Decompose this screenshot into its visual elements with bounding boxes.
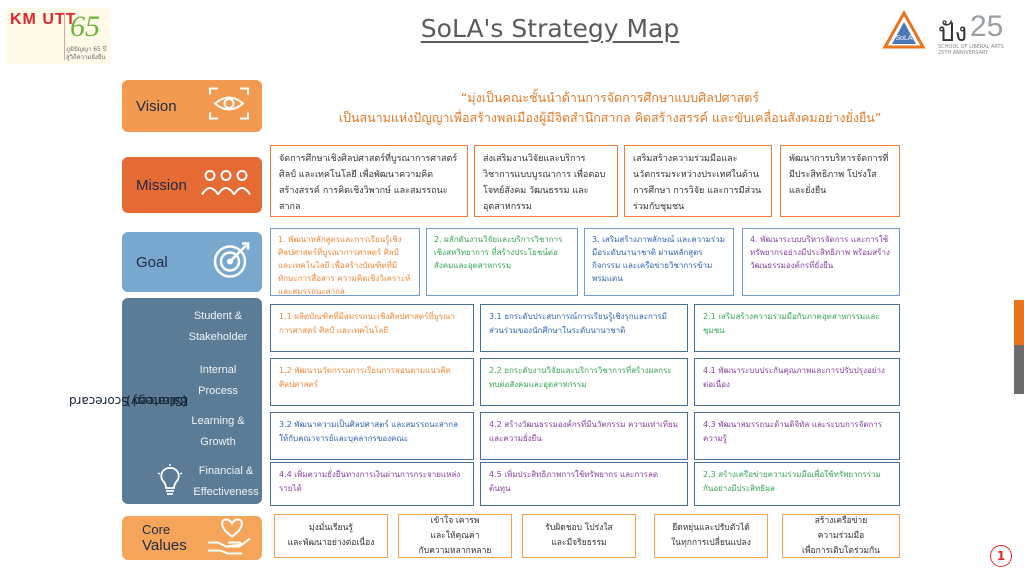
core-value-line: เข้าใจ เคารพ (430, 515, 480, 526)
balanced-scorecard-label: Balanced Scorecard (Strategy) (69, 298, 188, 504)
vision-statement: “มุ่งเป็นคณะชั้นนำด้านการจัดการศึกษาแบบศ… (300, 88, 920, 128)
core-label-line-2: Values (142, 537, 187, 554)
logo-65-number: 65 (70, 10, 100, 43)
perspective-line-2: Effectiveness (193, 486, 259, 498)
anniversary-25-logo: ปัง 25 SCHOOL OF LIBERAL ARTS 25TH ANNIV… (936, 6, 1016, 56)
core-value-line: และพัฒนาอย่างต่อเนื่อง (287, 538, 375, 548)
people-icon (200, 168, 252, 203)
perspective-line-1: Learning & (191, 415, 245, 427)
core-value-line: สร้างเครือข่าย (814, 515, 868, 526)
vision-line-2: เป็นสนามแห่งปัญญาเพื่อสร้างพลเมืองผู้มีจ… (338, 110, 882, 125)
perspective-internal: Internal Process (176, 360, 260, 402)
core-value-line: และมีจริยธรรม (551, 538, 607, 548)
core-value-3: รับผิดชอบ โปร่งใส และมีจริยธรรม (522, 514, 636, 558)
core-value-line: กับความหลากหลาย (418, 545, 492, 556)
perspective-learning: Learning & Growth (176, 411, 260, 453)
perspective-line-2: Process (198, 385, 238, 397)
sola-logo-text: SoLA (895, 35, 912, 42)
core-value-line: ในทุกการเปลี่ยนแปลง (671, 538, 751, 548)
anniversary-number: 25 (970, 10, 1004, 43)
mission-box-1: จัดการศึกษาเชิงศิลปศาสตร์ที่บูรณาการศาสต… (270, 145, 468, 217)
strategy-4-4: 4.4 เพิ่มความยั่งยืนทางการเงินผ่านการกระ… (270, 462, 474, 506)
balanced-scorecard-panel (122, 298, 262, 504)
vision-label-box: Vision (122, 80, 262, 132)
goal-box-1: 1. พัฒนาหลักสูตรและการเรียนรู้เชิงศิลปศา… (270, 228, 420, 296)
perspective-line-2: Stakeholder (188, 331, 248, 343)
strategy-4-5: 4.5 เพิ่มประสิทธิภาพการใช้ทรัพยากร และกา… (480, 462, 688, 506)
core-value-line: มุ่งมั่นเรียนรู้ (308, 523, 353, 533)
strategy-2-2: 2.2 ยกระดับงานวิจัยและบริการวิชาการที่สร… (480, 358, 688, 406)
strategy-4-2: 4.2 สร้างวัฒนธรรมองค์กรที่มีนวัตกรรม ควา… (480, 412, 688, 460)
kmutt-65-logo: KM UTT 65 ภูมิปัญญา 65 ปี สู่วิถีความยั่… (6, 8, 110, 64)
core-value-line: รับผิดชอบ โปร่งใส (545, 523, 613, 533)
strategy-1-2: 1.2 พัฒนานวัตกรรมการเรียนการสอนตามแนวคิด… (270, 358, 474, 406)
core-label-line-1: Core (142, 522, 171, 537)
vision-line-1: “มุ่งเป็นคณะชั้นนำด้านการจัดการศึกษาแบบศ… (460, 90, 760, 105)
logo-tagline: ภูมิปัญญา 65 ปี สู่วิถีความยั่งยืน (66, 46, 107, 61)
mission-box-4: พัฒนาการบริหารจัดการที่มีประสิทธิภาพ โปร… (780, 145, 900, 217)
side-accent-bar-gray (1014, 345, 1024, 394)
strategy-4-3: 4.3 พัฒนาสมรรถนะด้านดิจิทัล และระบบการจั… (694, 412, 900, 460)
heart-hand-icon (206, 517, 252, 560)
mission-label: Mission (136, 176, 187, 194)
core-value-line: เพื่อการเติบโตร่วมกัน (802, 545, 880, 556)
logo-divider (64, 14, 65, 60)
goal-box-3: 3. เสริมสร้างภาพลักษณ์ และความร่วมมือระด… (584, 228, 734, 296)
mission-box-3: เสริมสร้างความร่วมมือและนวัตกรรมระหว่างป… (624, 145, 772, 217)
strategy-2-1: 2.1 เสริมสร้างความร่วมมือกับภาคอุตสาหกรร… (694, 304, 900, 352)
core-value-line: และให้คุณค่า (430, 530, 480, 541)
strategy-2-3: 2.3 สร้างเครือข่ายความร่วมมือเพื่อใช้ทรั… (694, 462, 900, 506)
core-value-4: ยืดหยุ่นและปรับตัวได้ ในทุกการเปลี่ยนแปล… (654, 514, 768, 558)
vision-label: Vision (136, 97, 177, 115)
perspective-line-2: Growth (200, 436, 236, 448)
core-value-line: ยืดหยุ่นและปรับตัวได้ (672, 523, 750, 533)
perspective-line-1: Financial & (198, 465, 254, 477)
sola-triangle-icon: SoLA (882, 9, 926, 54)
kmutt-logo-text: KM UTT (10, 11, 77, 28)
mission-box-2: ส่งเสริมงานวิจัยและบริการวิชาการแบบบูรณา… (474, 145, 618, 217)
goal-label-box: Goal (122, 232, 262, 292)
strategy-1-1: 1.1 ผลิตบัณฑิตที่มีสมรรถนะเชิงศิลปศาสตร์… (270, 304, 474, 352)
perspective-student: Student & Stakeholder (176, 306, 260, 348)
eye-target-icon (206, 85, 252, 128)
anniversary-thai-text: ปัง (938, 18, 968, 47)
core-value-line: ความร่วมมือ (817, 530, 865, 541)
perspective-line-1: Student & (193, 310, 243, 322)
page-title: SoLA's Strategy Map (420, 14, 680, 43)
core-value-2: เข้าใจ เคารพ และให้คุณค่า กับความหลากหลา… (398, 514, 512, 558)
goal-box-2: 2. ผลักดันงานวิจัยและบริการวิชาการเชิงสห… (426, 228, 578, 296)
goal-box-4: 4. พัฒนาระบบบริหารจัดการ และการใช้ทรัพยา… (742, 228, 900, 296)
core-value-1: มุ่งมั่นเรียนรู้ และพัฒนาอย่างต่อเนื่อง (274, 514, 388, 558)
strategy-3-2: 3.2 พัฒนาความเป็นศิลปศาสตร์ และสมรรถนะสา… (270, 412, 474, 460)
core-value-5: สร้างเครือข่าย ความร่วมมือ เพื่อการเติบโ… (782, 514, 900, 558)
strategy-3-1: 3.1 ยกระดับประสบการณ์การเรียนรู้เชิงรุกแ… (480, 304, 688, 352)
mission-label-box: Mission (122, 157, 262, 213)
perspective-line-1: Internal (199, 364, 237, 376)
page-number: 1 (990, 545, 1012, 567)
perspective-financial: Financial & Effectiveness (184, 461, 268, 503)
anniversary-tagline: SCHOOL OF LIBERAL ARTS 25TH ANNIVERSARY (938, 44, 1004, 56)
lightbulb-icon (157, 464, 183, 502)
goal-label: Goal (136, 253, 168, 271)
core-values-label-box: Core Values (122, 516, 262, 560)
target-arrow-icon (212, 240, 252, 285)
strategy-4-1: 4.1 พัฒนาระบบประกันคุณภาพและการปรับปรุงอ… (694, 358, 900, 406)
